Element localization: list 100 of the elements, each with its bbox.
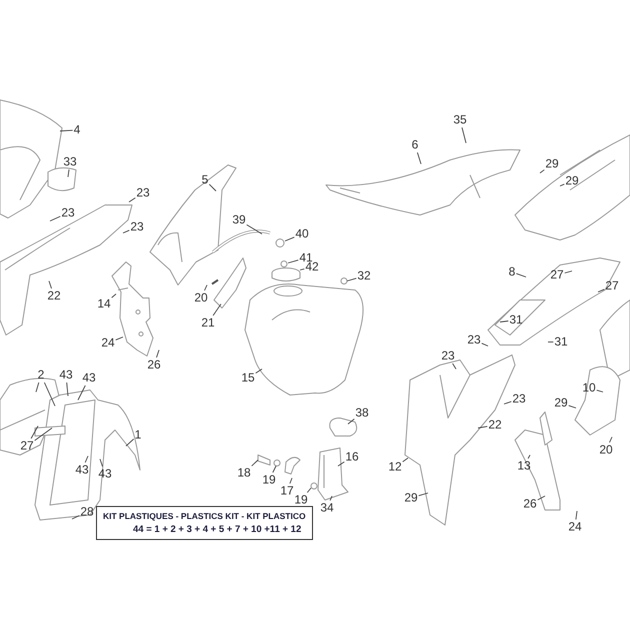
leader-line [122, 230, 130, 234]
callout-number: 17 [280, 484, 294, 498]
leader-line [346, 278, 357, 282]
leader-line [212, 304, 222, 316]
leader-line [418, 492, 428, 496]
callout-number: 29 [545, 158, 559, 170]
callout-number: 28 [80, 506, 94, 518]
callout-number: 20 [599, 444, 613, 456]
leader-line [300, 268, 305, 270]
leader-line [34, 428, 52, 441]
callout-number: 12 [388, 460, 402, 474]
leader-line [128, 197, 136, 202]
leader-line [516, 273, 526, 278]
leader-line [208, 184, 216, 192]
leader-line [306, 488, 312, 493]
callout-number: 29 [404, 492, 418, 504]
leader-line [100, 458, 103, 467]
callout-number: 10 [582, 382, 596, 394]
leader-line [255, 368, 262, 374]
callout-number: 40 [295, 228, 309, 240]
callout-number: 35 [453, 114, 467, 126]
leader-line [84, 456, 88, 463]
callout-number: 26 [523, 498, 537, 510]
callout-number: 4 [74, 124, 80, 136]
leader-line [330, 496, 332, 501]
callout-number: 43 [98, 468, 112, 480]
callout-number: 19 [262, 474, 276, 486]
leader-line [68, 169, 70, 178]
callout-number: 33 [63, 156, 77, 168]
callout-number: 42 [305, 260, 319, 274]
leader-line [504, 401, 512, 404]
leader-line [272, 466, 276, 473]
kit-note-text: 44 = 1 + 2 + 3 + 4 + 5 + 7 + 10 +11 + 12 [132, 523, 302, 536]
callout-number: 5 [202, 174, 208, 186]
callout-number: 39 [232, 214, 246, 226]
leader-line [528, 454, 530, 459]
callout-number: 43 [59, 368, 73, 382]
callout-number: 27 [20, 440, 34, 452]
callout-number: 13 [517, 460, 531, 472]
callout-number: 32 [357, 270, 371, 282]
leader-line [66, 382, 68, 396]
leader-line [36, 382, 40, 392]
leader-line [111, 294, 116, 298]
callout-number: 29 [554, 396, 568, 410]
kit-note-box [96, 506, 313, 540]
leader-line [540, 169, 545, 174]
callout-number: 23 [441, 350, 455, 362]
leader-line [288, 260, 299, 264]
callout-number: 15 [241, 372, 255, 384]
callout-number: 43 [75, 464, 89, 476]
callout-number: 1 [134, 428, 142, 442]
callout-number: 23 [467, 334, 481, 346]
leader-line [462, 127, 466, 144]
leader-line [452, 363, 456, 370]
callout-number: 22 [488, 418, 502, 432]
leader-line [204, 284, 208, 291]
callout-number: 23 [512, 392, 526, 406]
leader-line [289, 478, 292, 484]
callout-number: 31 [509, 314, 523, 326]
leader-line [568, 405, 576, 408]
leader-line [156, 350, 160, 358]
leader-line [44, 382, 56, 406]
callout-number: 27 [550, 268, 564, 282]
callout-number: 2 [38, 368, 44, 382]
callout-number: 27 [605, 280, 619, 292]
kit-note-text: KIT PLASTIQUES - PLASTICS KIT - KIT PLASTICO [103, 510, 306, 523]
callout-number: 29 [565, 174, 579, 188]
callout-number: 6 [412, 138, 418, 152]
leader-line [338, 461, 345, 466]
callout-number: 26 [147, 358, 161, 372]
leader-line [78, 385, 86, 400]
leader-line [481, 342, 488, 346]
leader-line [251, 460, 258, 466]
leader-line [60, 130, 74, 132]
leader-line [402, 458, 408, 462]
callout-number: 38 [355, 406, 369, 420]
leader-line [575, 510, 578, 520]
callout-number: 34 [320, 502, 334, 514]
callout-number: 43 [82, 372, 96, 384]
leader-line [72, 515, 80, 520]
callout-number: 19 [294, 494, 308, 506]
leader-line [560, 184, 565, 186]
callout-number: 8 [508, 266, 516, 278]
callout-number: 18 [237, 466, 251, 480]
callout-number: 20 [194, 292, 208, 304]
leader-line [609, 436, 612, 443]
leader-line [284, 236, 295, 242]
callout-number: 22 [47, 290, 61, 302]
callout-number: 16 [345, 450, 359, 464]
leader-line [564, 270, 572, 274]
callout-number: 23 [136, 186, 150, 200]
leader-line [537, 496, 546, 500]
leader-line [348, 418, 355, 424]
callout-number: 24 [101, 336, 115, 350]
callout-number: 14 [97, 298, 111, 310]
callout-number: 23 [130, 220, 144, 234]
leader-line [115, 336, 124, 340]
leader-line [598, 288, 605, 292]
leader-line [500, 320, 509, 322]
callout-number: 21 [201, 316, 215, 330]
